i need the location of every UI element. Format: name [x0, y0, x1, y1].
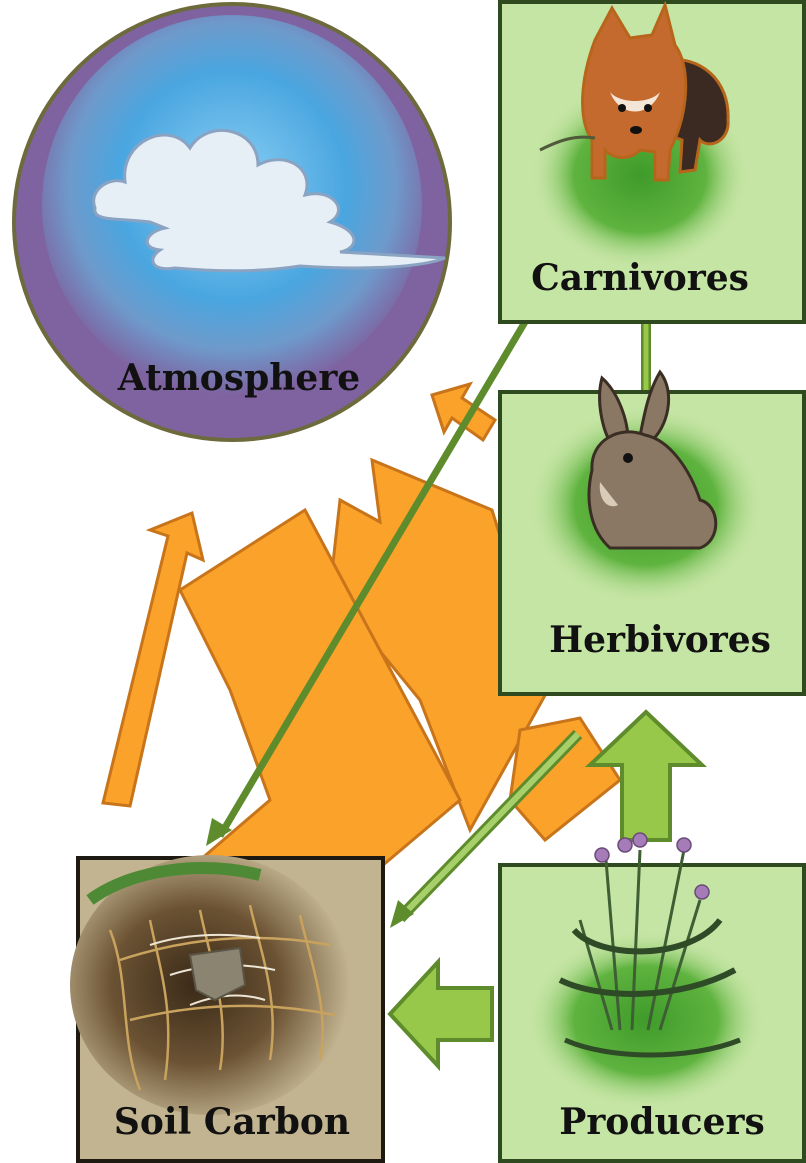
carnivores-label: Carnivores	[531, 257, 749, 299]
producers-to-soil-arrow	[390, 962, 492, 1066]
herbivores-label: Herbivores	[549, 619, 771, 661]
respiration-arrow-soil	[103, 513, 203, 806]
atmosphere-label: Atmosphere	[117, 357, 360, 399]
soil-carbon-node: Soil Carbon	[70, 855, 383, 1161]
carnivores-node: Carnivores	[500, 2, 804, 322]
herbivores-node: Herbivores	[500, 372, 804, 694]
producers-node: Producers	[500, 833, 804, 1161]
soil-carbon-label: Soil Carbon	[114, 1101, 350, 1143]
atmosphere-node: Atmosphere	[14, 4, 450, 440]
producers-label: Producers	[559, 1101, 764, 1143]
